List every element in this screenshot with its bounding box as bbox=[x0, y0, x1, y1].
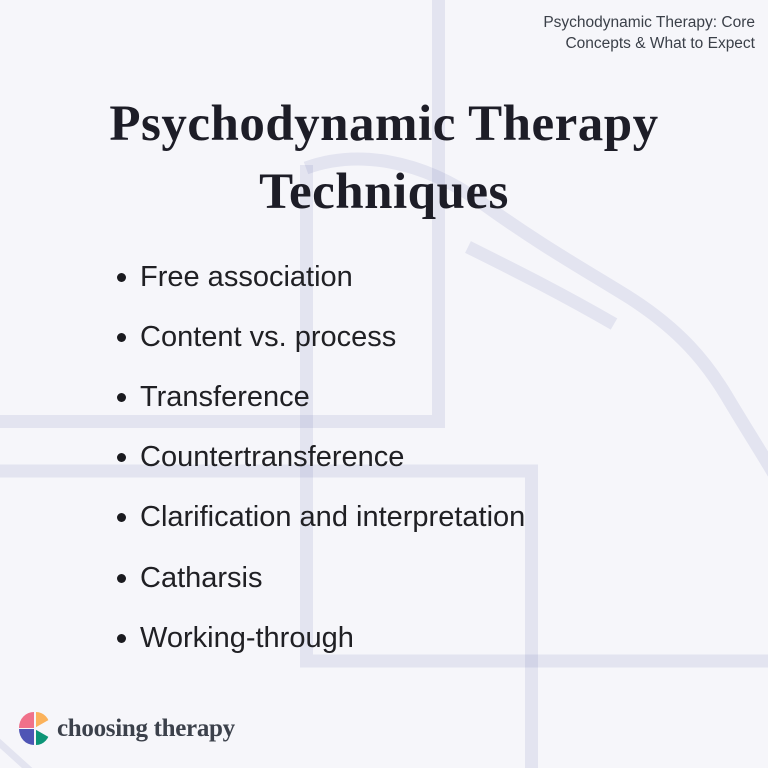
technique-label: Free association bbox=[140, 260, 353, 293]
header-note: Psychodynamic Therapy: Core Concepts & W… bbox=[543, 12, 755, 54]
logo-wordmark: choosing therapy bbox=[57, 714, 235, 742]
bullet-icon bbox=[117, 633, 126, 643]
technique-label: Countertransference bbox=[140, 441, 405, 474]
technique-item: Catharsis bbox=[117, 548, 525, 608]
bullet-icon bbox=[117, 332, 126, 342]
decor-large-arc bbox=[303, 152, 768, 477]
technique-label: Clarification and interpretation bbox=[140, 501, 526, 534]
decor-inner-arc bbox=[465, 241, 618, 330]
bullet-icon bbox=[117, 513, 126, 523]
technique-item: Content vs. process bbox=[117, 307, 525, 367]
header-note-line1: Psychodynamic Therapy: Core bbox=[543, 14, 755, 31]
choosing-therapy-logo: choosing therapy bbox=[19, 712, 235, 745]
technique-label: Content vs. process bbox=[140, 320, 397, 353]
petal-purple bbox=[19, 729, 34, 745]
technique-label: Working-through bbox=[140, 621, 354, 654]
technique-item: Transference bbox=[117, 367, 525, 427]
decor-corner-diagonal bbox=[0, 738, 33, 768]
technique-label: Transference bbox=[140, 380, 310, 413]
petal-pink bbox=[19, 712, 34, 728]
decor-square-top-left bbox=[0, 0, 445, 428]
four-petal-flower-icon bbox=[19, 712, 51, 745]
technique-item: Countertransference bbox=[117, 428, 525, 488]
bullet-icon bbox=[117, 453, 126, 463]
decor-square-left bbox=[300, 165, 768, 668]
technique-item: Clarification and interpretation bbox=[117, 488, 525, 548]
decor-square-bottom bbox=[0, 464, 538, 768]
page-title-line2: Techniques bbox=[259, 164, 509, 220]
techniques-list: Free association Content vs. process Tra… bbox=[117, 247, 525, 668]
bullet-icon bbox=[117, 272, 126, 282]
page-title-line1: Psychodynamic Therapy bbox=[109, 96, 659, 152]
header-note-line2: Concepts & What to Expect bbox=[565, 35, 755, 52]
technique-item: Working-through bbox=[117, 608, 525, 668]
technique-label: Catharsis bbox=[140, 561, 263, 594]
page-title: Psychodynamic Therapy Techniques bbox=[0, 90, 768, 226]
bullet-icon bbox=[117, 573, 126, 583]
technique-item: Free association bbox=[117, 247, 525, 307]
bullet-icon bbox=[117, 392, 126, 402]
